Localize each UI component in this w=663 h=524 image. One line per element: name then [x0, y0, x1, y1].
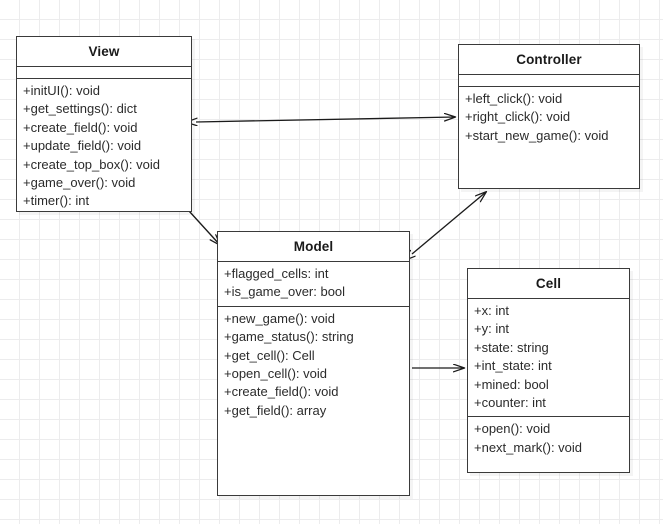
class-title-model: Model — [293, 239, 334, 254]
class-member: +get_settings(): dict — [23, 101, 137, 117]
class-member: +y: int — [474, 321, 510, 337]
class-operations-model: +new_game(): void +game_status(): string… — [218, 305, 409, 495]
class-member: +update_field(): void — [23, 138, 142, 154]
class-attributes-controller — [459, 74, 639, 86]
class-member: +get_cell(): Cell — [224, 347, 315, 363]
class-title-controller: Controller — [516, 52, 582, 67]
class-member: +initUI(): void — [23, 83, 100, 98]
class-member: +start_new_game(): void — [465, 127, 609, 143]
class-member: +int_state: int — [474, 358, 552, 374]
class-member: +get_field(): array — [224, 402, 327, 418]
class-operations-view: +initUI(): void +get_settings(): dict +c… — [17, 78, 191, 215]
class-box-model[interactable]: Model +flagged_cells: int +is_game_over:… — [217, 231, 410, 496]
class-attributes-view — [17, 66, 191, 78]
edge-view-controller — [196, 117, 455, 122]
edge-model-controller — [412, 192, 486, 254]
class-member: +next_mark(): void — [474, 439, 583, 455]
class-member: +game_over(): void — [23, 175, 136, 191]
class-attributes-cell: +x: int +y: int +state: string +int_stat… — [468, 298, 629, 416]
class-member: +create_field(): void — [23, 119, 138, 135]
class-member: +left_click(): void — [465, 91, 563, 106]
class-member: +x: int — [474, 303, 510, 318]
class-member: +state: string — [474, 339, 549, 355]
class-member: +counter: int — [474, 395, 546, 411]
class-member: +flagged_cells: int — [224, 266, 329, 281]
class-member: +timer(): int — [23, 193, 90, 209]
class-box-view[interactable]: View +initUI(): void +get_settings(): di… — [16, 36, 192, 212]
class-operations-controller: +left_click(): void +right_click(): void… — [459, 86, 639, 188]
class-box-controller[interactable]: Controller +left_click(): void +right_cl… — [458, 44, 640, 189]
class-title-view: View — [88, 44, 120, 59]
class-member: +open_cell(): void — [224, 366, 327, 382]
class-attributes-model: +flagged_cells: int +is_game_over: bool — [218, 261, 409, 306]
class-member: +create_top_box(): void — [23, 156, 160, 172]
class-operations-cell: +open(): void +next_mark(): void — [468, 416, 629, 472]
class-member: +open(): void — [474, 421, 551, 437]
class-member: +create_field(): void — [224, 384, 339, 400]
class-member: +mined: bool — [474, 376, 549, 392]
class-title-cell: Cell — [535, 276, 562, 291]
class-box-cell[interactable]: Cell +x: int +y: int +state: string +int… — [467, 268, 630, 473]
class-member: +game_status(): string — [224, 329, 354, 345]
class-member: +right_click(): void — [465, 109, 571, 125]
class-member: +is_game_over: bool — [224, 284, 346, 300]
class-member: +new_game(): void — [224, 310, 335, 326]
